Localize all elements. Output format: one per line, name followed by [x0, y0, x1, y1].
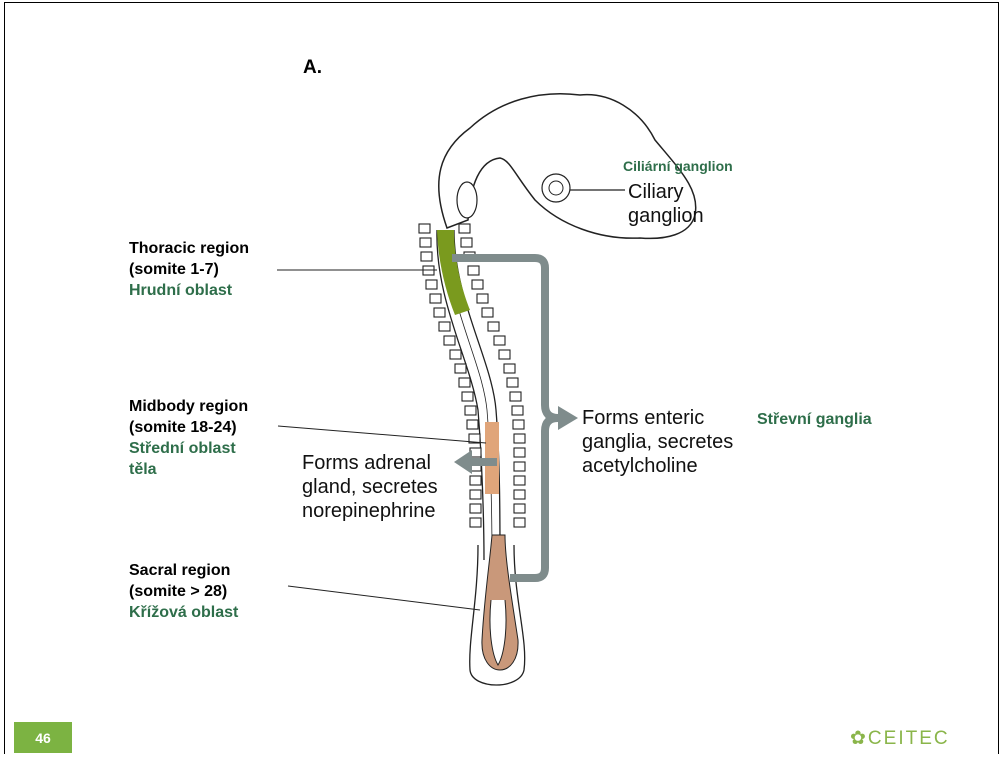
logo-mark-icon: ✿ [850, 728, 868, 749]
ciliary-line2: ganglion [628, 204, 704, 228]
sacral-leader [288, 586, 480, 610]
enteric-arrowhead [558, 406, 578, 430]
ciliary-ganglion-circle-inner [549, 181, 563, 195]
midbody-title: Midbody region [129, 396, 248, 417]
ciliary-czech: Ciliární ganglion [623, 158, 733, 174]
logo-text: CEITEC [868, 728, 950, 749]
sacral-somites: (somite > 28) [129, 581, 227, 602]
midbody-czech-line1: Střední oblast [129, 438, 236, 459]
adrenal-arrowhead [454, 450, 472, 474]
midbody-somites: (somite 18-24) [129, 417, 237, 438]
panel-label: A. [303, 57, 322, 79]
midbody-leader [278, 426, 486, 443]
adrenal-line3: norepinephrine [302, 499, 435, 523]
adrenal-line1: Forms adrenal [302, 451, 431, 475]
ciliary-line1: Ciliary [628, 180, 684, 204]
page-number-badge: 46 [14, 722, 72, 753]
midbody-czech-line2: těla [129, 459, 157, 480]
sacral-title: Sacral region [129, 560, 230, 581]
enteric-line3: acetylcholine [582, 454, 698, 478]
sacral-czech: Křížová oblast [129, 602, 238, 623]
enteric-line2: ganglia, secretes [582, 430, 733, 454]
ceitec-logo: ✿CEITEC [850, 727, 950, 750]
enteric-czech: Střevní ganglia [757, 411, 872, 429]
adrenal-line2: gland, secretes [302, 475, 438, 499]
thoracic-czech: Hrudní oblast [129, 280, 232, 301]
otic-vesicle [457, 182, 477, 218]
thoracic-title: Thoracic region [129, 238, 249, 259]
thoracic-somites: (somite 1-7) [129, 259, 219, 280]
enteric-line1: Forms enteric [582, 406, 704, 430]
